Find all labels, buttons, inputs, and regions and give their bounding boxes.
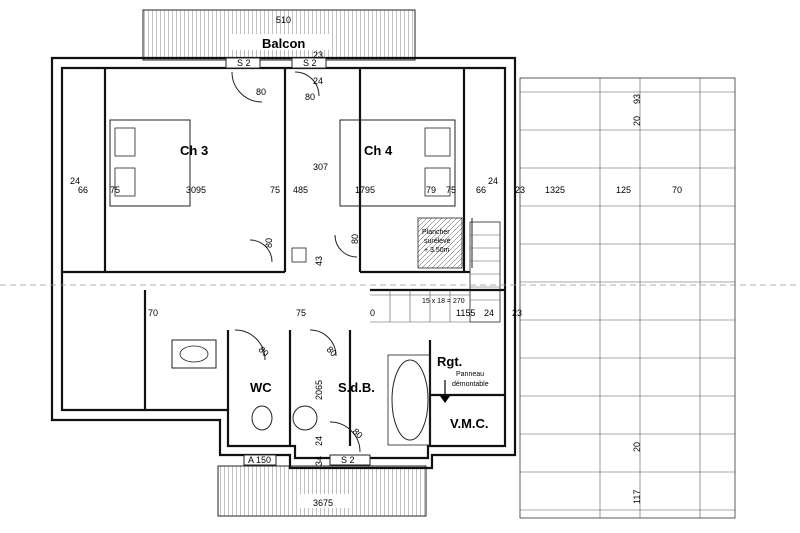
- dim-24-top: 24: [313, 76, 323, 86]
- staircase: [370, 221, 501, 323]
- dim-79: 79: [426, 185, 436, 195]
- dim-7-4: 75: [296, 308, 306, 318]
- window-s2-left: S 2: [237, 58, 251, 68]
- dim-20-top: 20: [632, 116, 642, 126]
- dim-115: 1155: [456, 308, 475, 318]
- window-s2-mid: S 2: [303, 58, 317, 68]
- room-ch4: Ch 4: [364, 143, 393, 158]
- raised-floor-area: [417, 217, 463, 269]
- dim-125: 125: [616, 185, 631, 195]
- dim-80-sdb: 80: [325, 344, 339, 358]
- dim-179: 1795: [355, 185, 375, 195]
- roof-area: [519, 77, 736, 519]
- dim-70: 70: [672, 185, 682, 195]
- note-panneau-1: Panneau: [456, 371, 484, 378]
- dim-309: 3095: [186, 185, 206, 195]
- bed-ch4: [339, 119, 456, 207]
- dim-24-right: 24: [488, 176, 498, 186]
- dim-307: 307: [313, 162, 328, 172]
- panneau-arrow: [440, 380, 450, 403]
- dim-80-a: 80: [256, 87, 266, 97]
- dim-23-stair: 23: [512, 308, 522, 318]
- window-frames: [225, 57, 371, 466]
- fixtures: [171, 247, 431, 446]
- dim-132: 1325: [545, 185, 565, 195]
- balcony-top: [142, 9, 416, 61]
- room-rgt: Rgt.: [437, 354, 462, 369]
- dim-510: 510: [276, 15, 291, 25]
- dim-80-ch3: 80: [264, 238, 274, 248]
- interior-walls: [62, 68, 505, 446]
- dim-24-left: 24: [70, 176, 80, 186]
- dim-80-wc: 80: [257, 344, 271, 358]
- dim-34: 34: [314, 456, 324, 466]
- note-plancher-3: + 3.50m: [424, 247, 450, 254]
- dim-80-door: 80: [351, 426, 365, 440]
- dim-80-b: 80: [305, 92, 315, 102]
- dim-7-1: 75: [110, 185, 120, 195]
- dim-20-bottom: 20: [632, 442, 642, 452]
- room-vmc: V.M.C.: [450, 416, 489, 431]
- dim-117: 117: [632, 490, 642, 504]
- bath: [391, 359, 429, 441]
- dim-367: 3675: [313, 498, 333, 508]
- dim-0: 0: [370, 308, 375, 318]
- window-s2-bottom: S 2: [341, 455, 355, 465]
- door-swings: [231, 71, 361, 453]
- sink-hall: [171, 339, 217, 369]
- dim-7-2: 75: [270, 185, 280, 195]
- dim-24-stair: 24: [484, 308, 494, 318]
- dim-206: 2065: [314, 380, 324, 400]
- note-panneau-2: démontable: [452, 381, 489, 388]
- room-wc: WC: [250, 380, 272, 395]
- dim-66-left: 66: [78, 185, 88, 195]
- dim-66-right: 66: [476, 185, 486, 195]
- bed-ch3: [109, 119, 191, 207]
- dim-93: 93: [632, 94, 642, 104]
- note-stairs: 15 x 18 = 270: [422, 298, 465, 305]
- note-plancher-2: surélevé: [424, 238, 451, 245]
- window-a150: A 150: [248, 455, 271, 465]
- room-balcon: Balcon: [262, 36, 305, 51]
- note-plancher-1: Plancher: [422, 229, 450, 236]
- dim-23: 23: [313, 50, 323, 60]
- shower: [292, 405, 318, 431]
- balcony-bottom: [217, 465, 427, 517]
- dim-80-ch4: 80: [350, 234, 360, 244]
- dim-48: 485: [293, 185, 308, 195]
- toilet: [251, 405, 273, 431]
- dim-43: 43: [314, 256, 324, 266]
- dim-7-3: 75: [446, 185, 456, 195]
- dim-70-left: 70: [148, 308, 158, 318]
- dim-23-right: 23: [515, 185, 525, 195]
- dim-24-bottom: 24: [314, 436, 324, 446]
- outer-walls: [50, 56, 517, 470]
- room-ch3: Ch 3: [180, 143, 208, 158]
- room-sdb: S.d.B.: [338, 380, 375, 395]
